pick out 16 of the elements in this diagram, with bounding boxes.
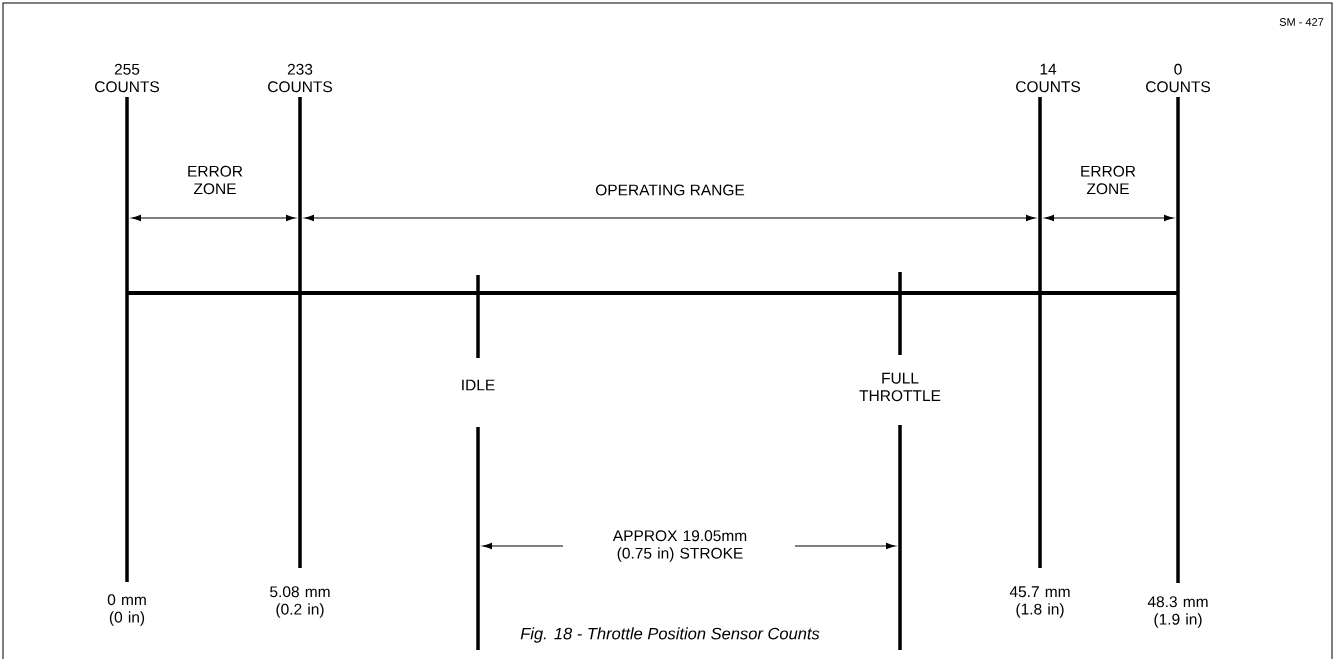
position-label: FULL THROTTLE [859,372,941,402]
count-label: 14 COUNTS [1016,63,1080,93]
count-label: 0 COUNTS [1146,63,1210,93]
caption: Fig. 18 - Throttle Position Sensor Counts [520,627,820,643]
count-label: 255 COUNTS [95,63,159,93]
count-label: 233 COUNTS [268,63,332,93]
dimension-label: APPROX 19.05mm (0.75 in) STROKE [612,530,747,562]
dimension-label: 48.3 mm (1.9 in) [1147,596,1208,628]
dimension-label: 5.08 mm (0.2 in) [270,586,330,618]
figure-number: SM - 427 [1279,18,1324,26]
zone-label: ERROR ZONE [1081,165,1136,195]
position-label: IDLE [462,379,495,391]
zone-label: ERROR ZONE [188,165,243,195]
dimension-label: 45.7 mm (1.8 in) [1009,586,1070,618]
dimension-label: 0 mm (0 in) [107,594,146,626]
zone-label: OPERATING RANGE [595,184,745,196]
